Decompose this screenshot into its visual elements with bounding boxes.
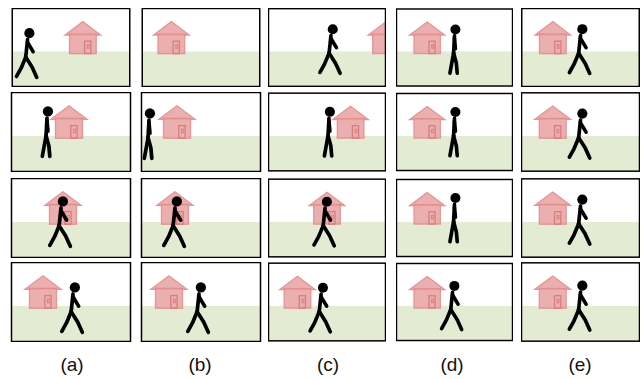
panel-label: (e) — [568, 354, 591, 376]
panel-label: (d) — [440, 354, 463, 376]
panel-label: (b) — [188, 354, 211, 376]
panel-label: (a) — [60, 354, 83, 376]
panel-label: (c) — [317, 354, 339, 376]
